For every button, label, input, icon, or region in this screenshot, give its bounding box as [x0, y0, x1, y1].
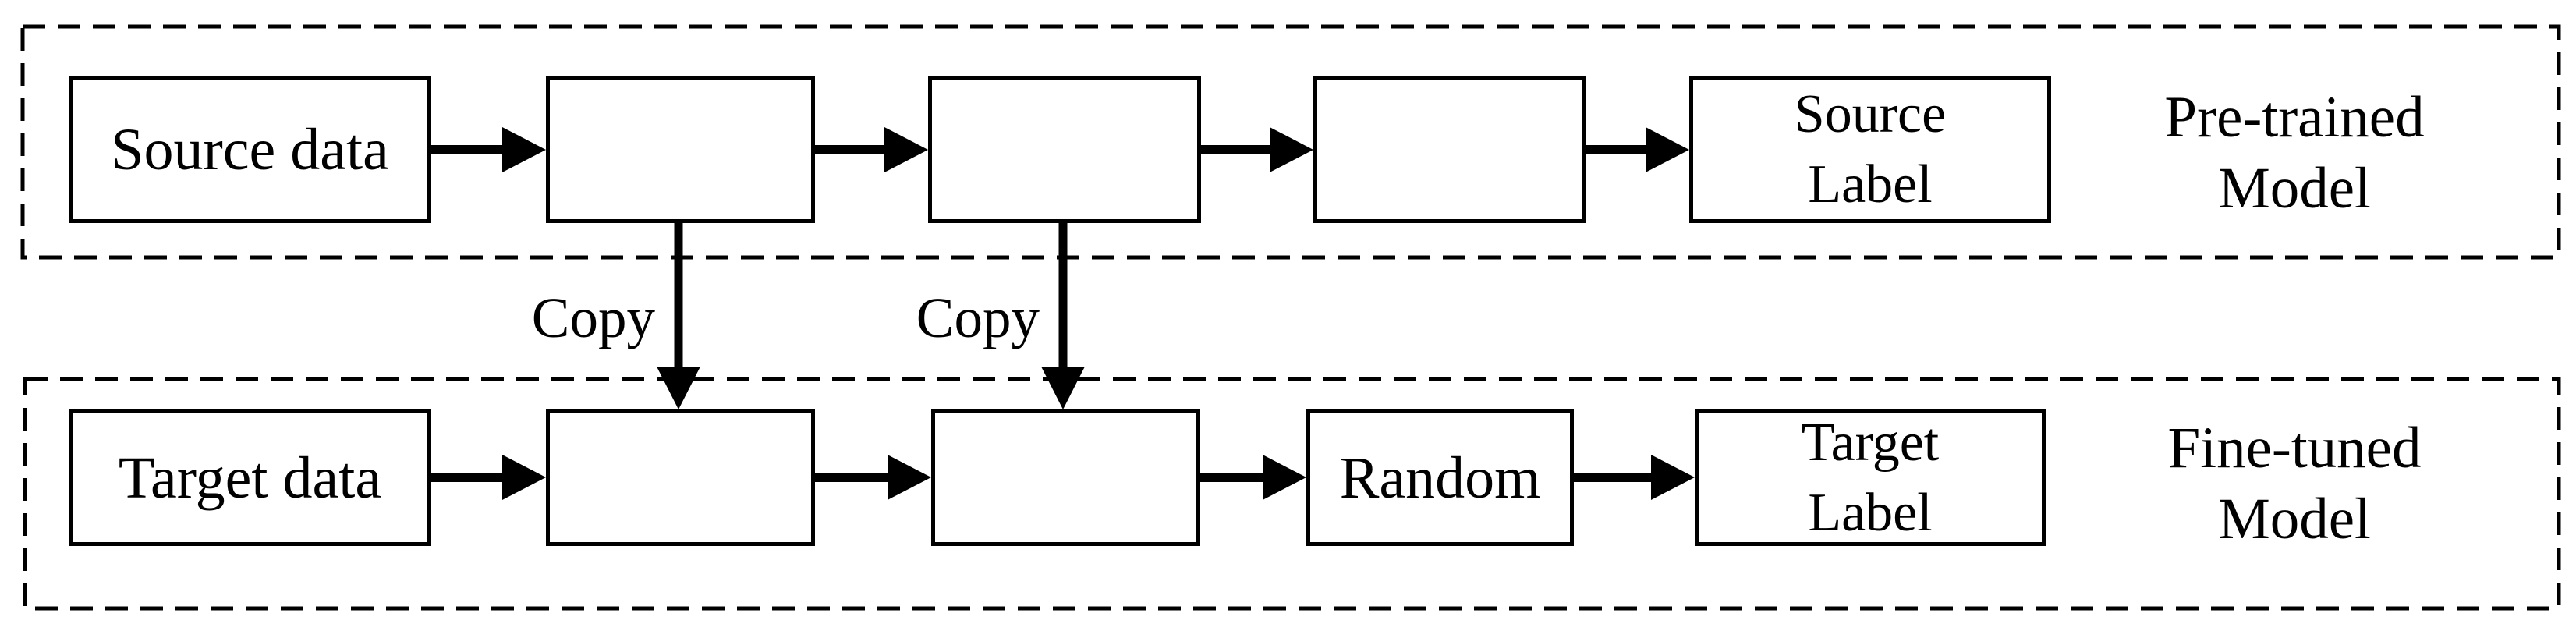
target-data-box: Target data — [69, 409, 431, 546]
finetuned-model-caption: Fine-tuned Model — [2099, 413, 2489, 555]
source-label-line2: Label — [1808, 154, 1933, 214]
finetuned-copied-layer-1-box — [546, 409, 815, 546]
source-data-label: Source data — [111, 117, 389, 183]
arrow-random-to-target-label — [1574, 455, 1695, 500]
pretrained-model-caption-line2: Model — [2218, 156, 2371, 221]
arrow-source-data-to-layer1 — [431, 127, 546, 172]
arrow-layer2-to-layer3-top — [1201, 127, 1313, 172]
finetuned-model-caption-line1: Fine-tuned — [2167, 416, 2422, 480]
pretrained-model-caption: Pre-trained Model — [2099, 82, 2489, 224]
pretrained-model-caption-line1: Pre-trained — [2164, 85, 2425, 150]
random-layer-box: Random — [1306, 409, 1574, 546]
target-data-label: Target data — [118, 445, 382, 511]
finetuned-model-dashed-container — [23, 377, 2561, 611]
pretrained-model-dashed-container — [20, 24, 2561, 260]
arrow-target-data-to-layer1 — [431, 455, 546, 500]
arrow-layer2-to-random — [1200, 455, 1306, 500]
pretrained-hidden-layer-1-box — [546, 76, 815, 223]
arrow-layer1-to-layer2-bottom — [815, 455, 931, 500]
target-label-line2: Label — [1808, 482, 1933, 543]
pretrained-hidden-layer-2-box — [928, 76, 1201, 223]
pretrained-output-layer-box — [1313, 76, 1586, 223]
finetuned-copied-layer-2-box — [931, 409, 1200, 546]
copy-arrow-1 — [657, 223, 700, 409]
finetuned-model-caption-line2: Model — [2218, 487, 2371, 551]
arrow-layer3-to-source-label — [1586, 127, 1689, 172]
random-layer-label: Random — [1339, 445, 1541, 511]
copy-label-2: Copy — [916, 286, 1040, 349]
copy-label-1: Copy — [531, 286, 655, 349]
target-label-box: Target Label — [1695, 409, 2046, 546]
copy-arrow-2 — [1041, 223, 1085, 409]
source-label-line1: Source — [1794, 84, 1947, 144]
target-label-line1: Target — [1801, 412, 1940, 473]
source-data-box: Source data — [69, 76, 431, 223]
source-label-box: Source Label — [1689, 76, 2051, 223]
arrow-layer1-to-layer2-top — [815, 127, 928, 172]
